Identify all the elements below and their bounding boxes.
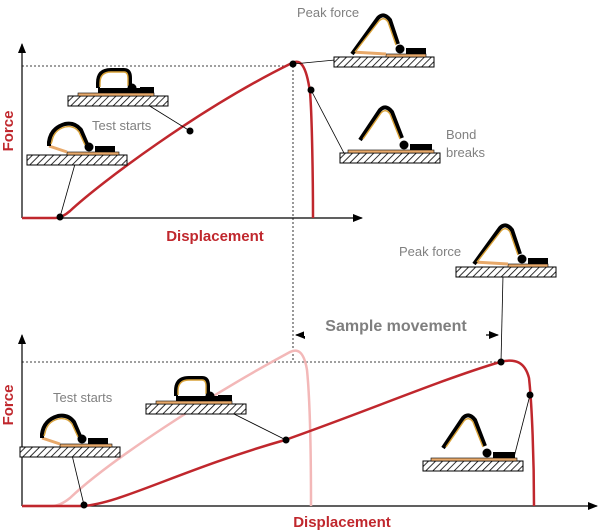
peel-tester-icon — [144, 376, 248, 416]
bottom-leader-mid — [229, 411, 287, 441]
top-leader-test-start — [59, 163, 76, 218]
top-chart: Force Displacement Test starts Peak forc… — [0, 5, 486, 360]
bottom-force-curve — [22, 359, 536, 508]
ghost-force-curve — [22, 349, 313, 508]
bottom-test-starts-label: Test starts — [53, 390, 113, 405]
bottom-leader-test-start — [71, 454, 85, 506]
peel-tester-icon — [454, 223, 558, 279]
peel-tester-icon — [332, 13, 436, 69]
top-test-starts-label: Test starts — [92, 118, 152, 133]
sample-movement-label: Sample movement — [325, 318, 467, 335]
top-peak-force-label: Peak force — [297, 5, 359, 20]
top-x-axis-label: Displacement — [166, 228, 264, 245]
peel-tester-icon — [421, 413, 525, 473]
peel-tester-icon — [18, 413, 122, 459]
bottom-y-axis-label: Force — [0, 385, 17, 426]
bottom-peak-force-label: Peak force — [399, 244, 461, 259]
peel-tester-icon — [338, 105, 442, 165]
bottom-chart: Force Displacement Test starts Peak forc… — [0, 223, 598, 531]
peel-tester-icon — [66, 68, 170, 108]
top-force-curve — [22, 60, 315, 220]
top-bond-breaks-label-line2: breaks — [446, 145, 486, 160]
bottom-leader-peak — [500, 274, 504, 363]
sample-movement-label-bg — [304, 316, 486, 336]
top-leader-break — [310, 89, 346, 156]
top-leader-peak — [292, 59, 336, 65]
top-y-axis-label: Force — [0, 111, 17, 152]
bottom-x-axis-label: Displacement — [293, 514, 391, 531]
top-bond-breaks-label-line1: Bond — [446, 127, 476, 142]
